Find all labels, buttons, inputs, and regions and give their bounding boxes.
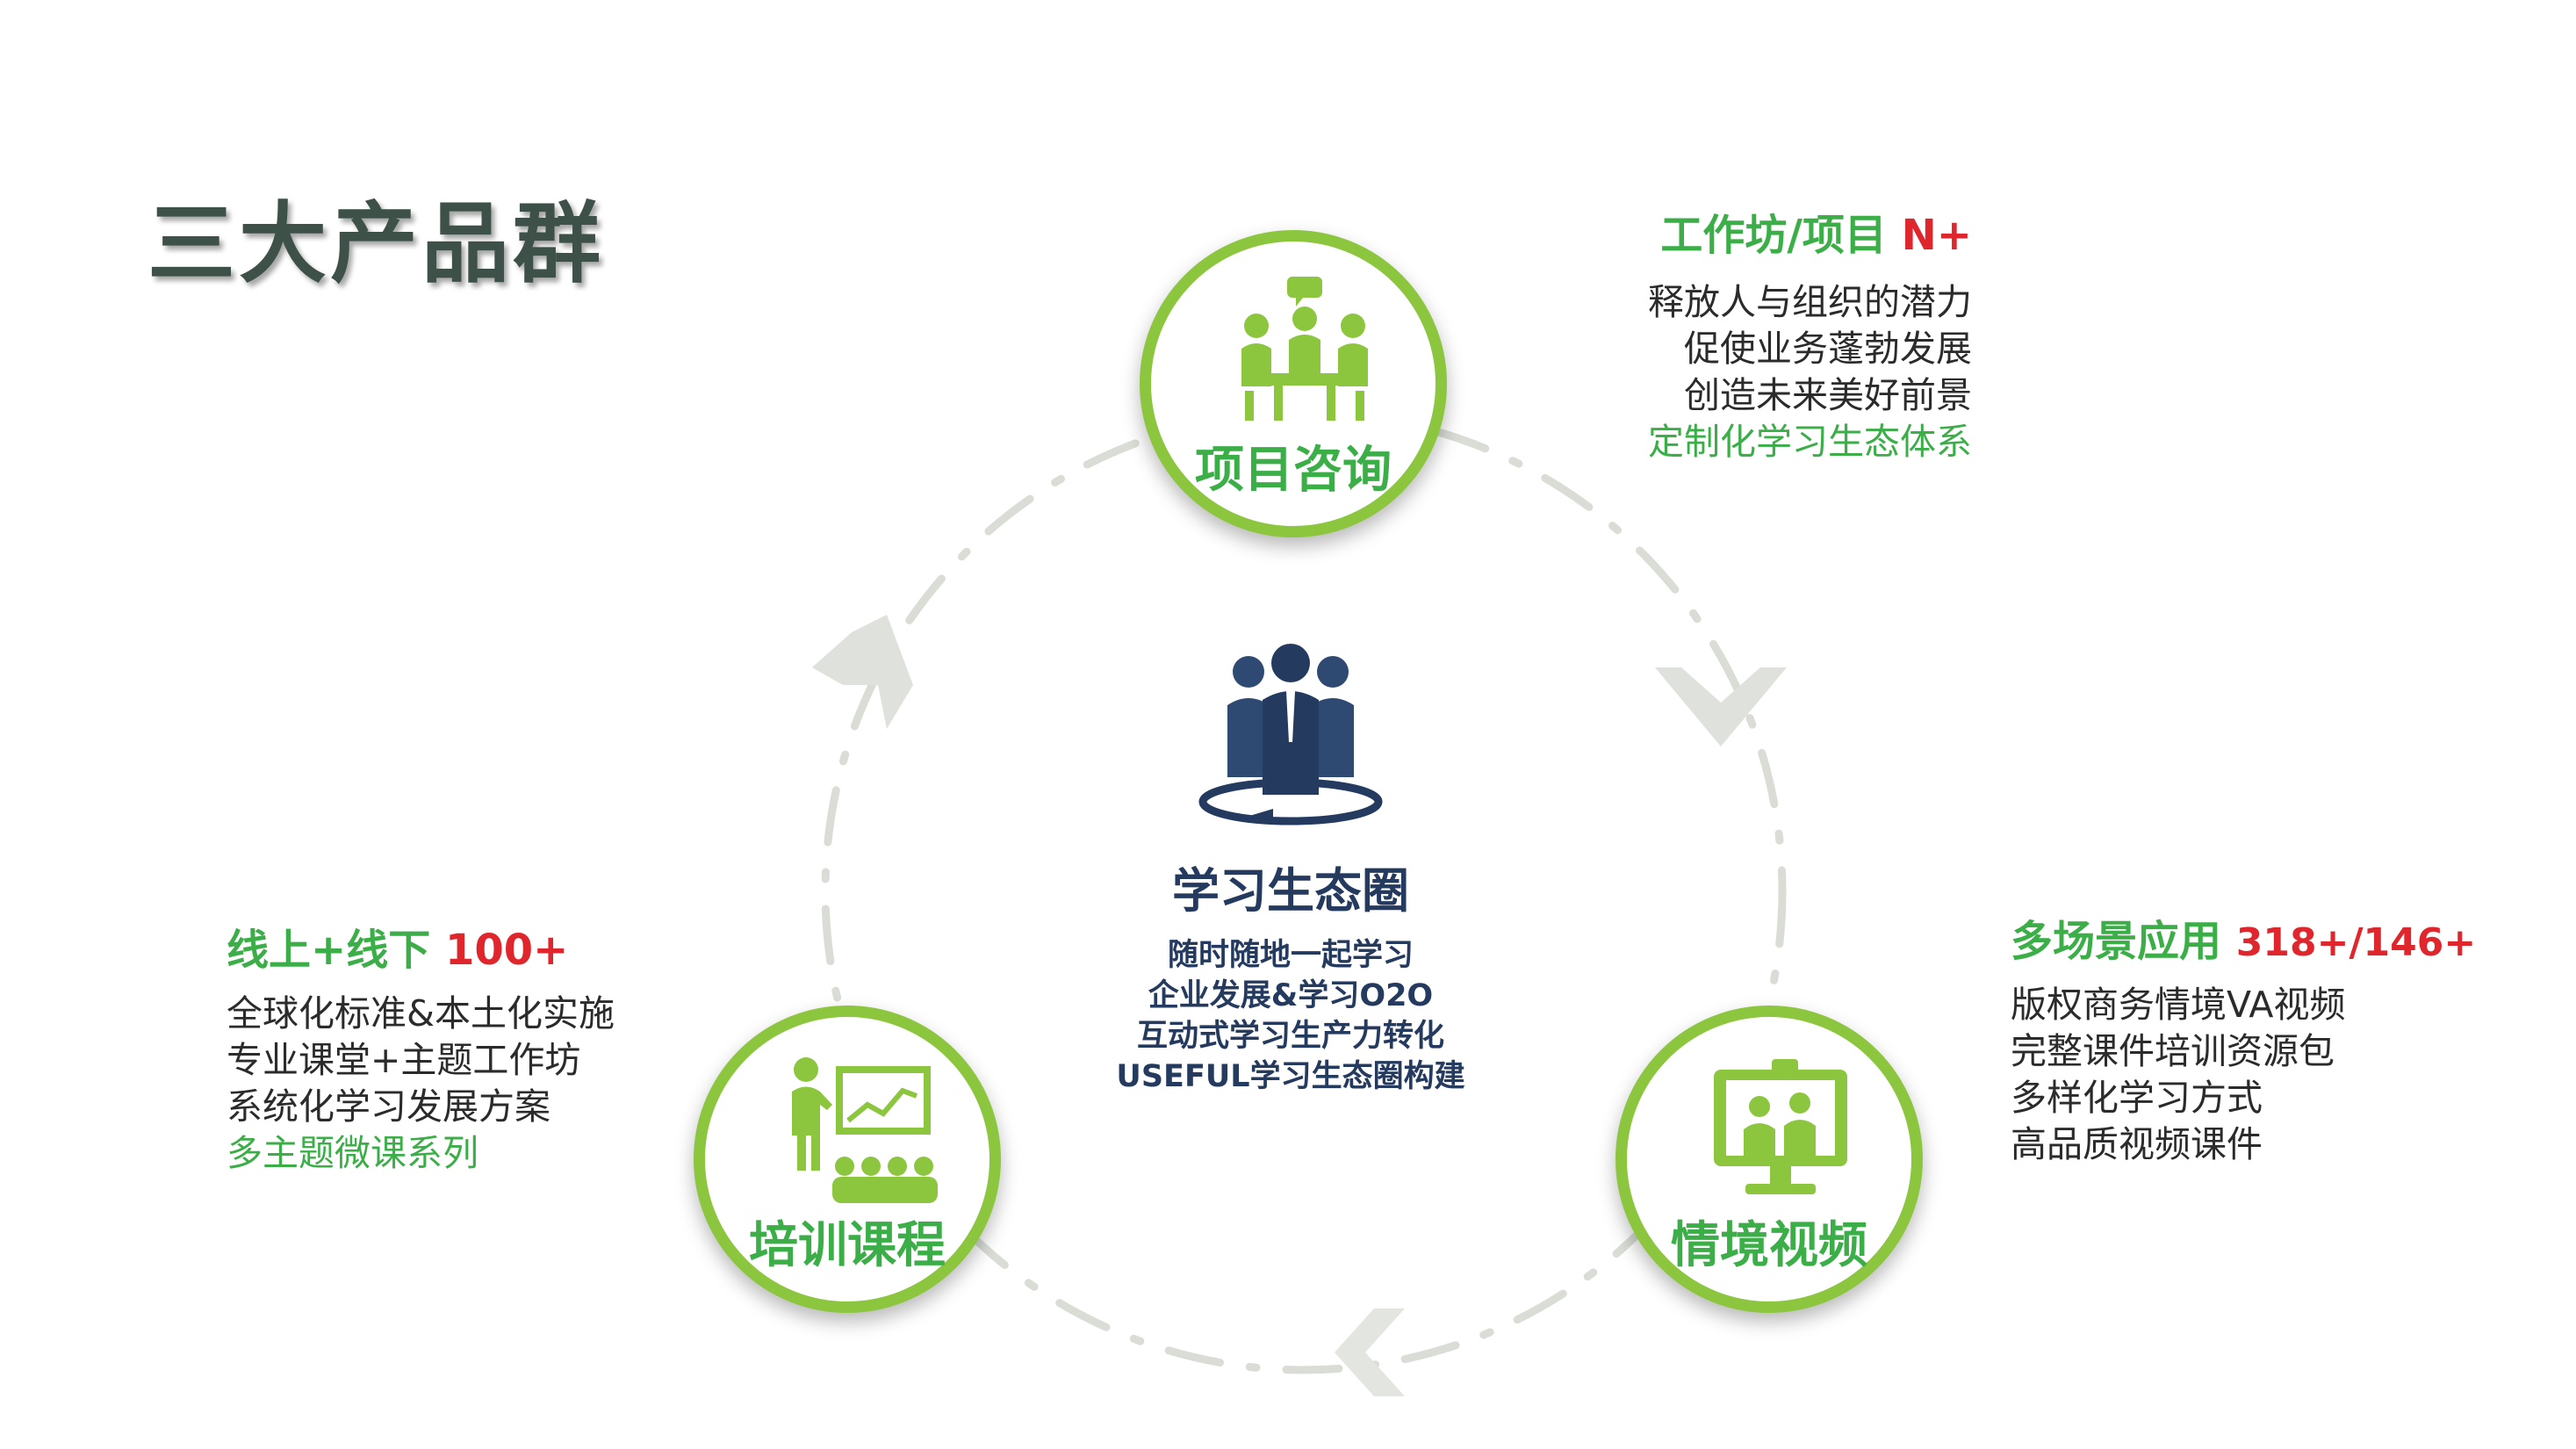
center-title: 学习生态圈 — [1010, 852, 1572, 921]
node-training: 培训课程 — [694, 1006, 1001, 1313]
consulting-heading-text: 工作坊/项目 — [1660, 211, 1887, 260]
video-heading: 多场景应用 318+/146+ — [2011, 906, 2476, 968]
video-line: 高品质视频课件 — [2011, 1121, 2345, 1168]
training-line: 专业课堂+主题工作坊 — [227, 1037, 615, 1084]
video-count: 318+/146+ — [2236, 920, 2477, 965]
consulting-lines: 释放人与组织的潜力 促使业务蓬勃发展 创造未来美好前景 定制化学习生态体系 — [1648, 279, 1972, 465]
team-circle-icon — [1194, 637, 1387, 830]
training-highlight: 多主题微课系列 — [227, 1130, 615, 1177]
meeting-icon — [1226, 277, 1384, 435]
center-lines: 随时随地一起学习 企业发展&学习O2O 互动式学习生产力转化 USEFUL学习生… — [975, 935, 1607, 1097]
consulting-count: N+ — [1902, 211, 1972, 260]
consulting-line: 促使业务蓬勃发展 — [1648, 326, 1972, 372]
center-line: 互动式学习生产力转化 — [975, 1016, 1607, 1056]
center-line: USEFUL学习生态圈构建 — [975, 1056, 1607, 1097]
node-training-label: 培训课程 — [705, 1206, 989, 1277]
training-lines: 全球化标准&本土化实施 专业课堂+主题工作坊 系统化学习发展方案 多主题微课系列 — [227, 991, 615, 1177]
training-heading: 线上+线下 100+ — [227, 915, 568, 977]
video-line: 完整课件培训资源包 — [2011, 1028, 2345, 1075]
training-count: 100+ — [445, 926, 568, 975]
consulting-heading: 工作坊/项目 N+ — [1660, 200, 1972, 262]
video-lines: 版权商务情境VA视频 完整课件培训资源包 多样化学习方式 高品质视频课件 — [2011, 982, 2345, 1168]
node-video: 情境视频 — [1615, 1006, 1923, 1313]
consulting-line: 释放人与组织的潜力 — [1648, 279, 1972, 326]
center-line: 企业发展&学习O2O — [975, 976, 1607, 1016]
training-line: 系统化学习发展方案 — [227, 1084, 615, 1130]
video-monitor-icon — [1702, 1052, 1860, 1210]
page-title: 三大产品群 — [148, 172, 604, 299]
presentation-icon — [780, 1052, 938, 1210]
training-line: 全球化标准&本土化实施 — [227, 991, 615, 1037]
consulting-line: 创造未来美好前景 — [1648, 372, 1972, 419]
training-heading-text: 线上+线下 — [227, 926, 430, 975]
video-line: 版权商务情境VA视频 — [2011, 982, 2345, 1028]
consulting-highlight: 定制化学习生态体系 — [1648, 419, 1972, 465]
video-heading-text: 多场景应用 — [2011, 917, 2221, 966]
node-consulting-label: 项目咨询 — [1151, 430, 1436, 501]
node-video-label: 情境视频 — [1627, 1206, 1911, 1277]
node-consulting: 项目咨询 — [1140, 230, 1447, 537]
video-line: 多样化学习方式 — [2011, 1075, 2345, 1121]
chevron-left-arrow — [1335, 1308, 1405, 1396]
center-line: 随时随地一起学习 — [975, 935, 1607, 976]
